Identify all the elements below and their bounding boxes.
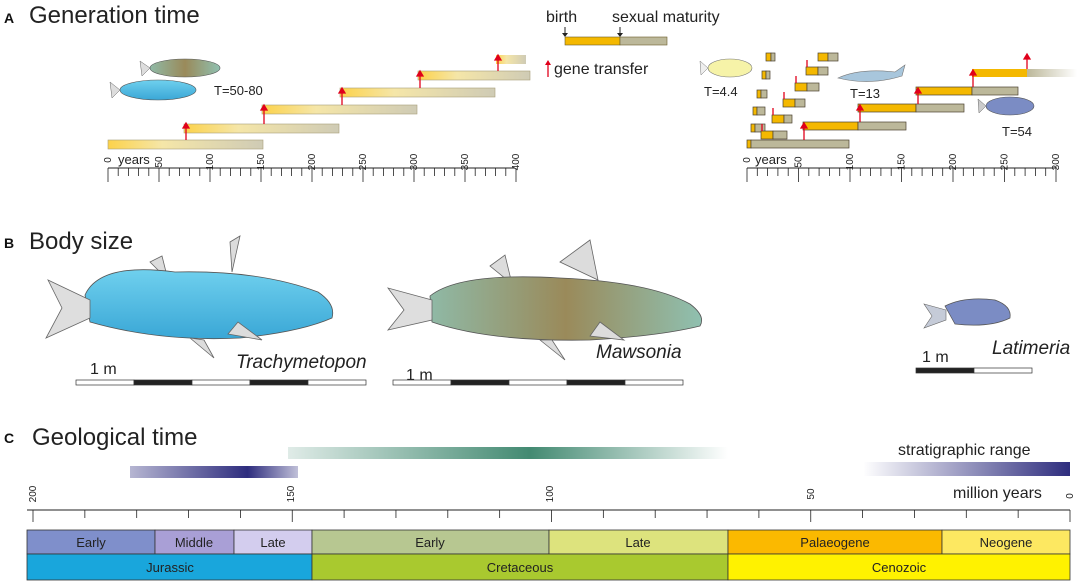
right-tick-0: 0 (742, 157, 753, 163)
latimeria-fish-illustration (923, 298, 1011, 329)
trachymetopon-fish-icon (109, 79, 197, 101)
left-tick-150: 150 (256, 153, 267, 170)
stratigraphic-range-label: stratigraphic range (898, 442, 1031, 459)
left-tick-350: 350 (460, 153, 471, 170)
right-tick-150: 150 (897, 153, 908, 170)
geo-tick-100: 100 (545, 485, 556, 502)
trachymetopon-label: Trachymetopon (236, 352, 367, 373)
small-fish-icon (699, 58, 753, 78)
period-jurassic: Jurassic (146, 560, 194, 575)
generation-bar (339, 87, 496, 98)
mawsonia-fish-illustration (386, 239, 703, 361)
panel-a-title: Generation time (29, 2, 200, 29)
legend-adult-bar (619, 36, 668, 46)
mawsonia-range-bar (288, 447, 728, 459)
left-axis-label: years (118, 152, 150, 167)
epoch-early-jurassic: Early (76, 535, 106, 550)
right-tick-300: 300 (1051, 153, 1062, 170)
legend-maturity-bar (564, 36, 621, 46)
scale-label-1: 1 m (90, 361, 117, 378)
scale-bar-1 (75, 379, 367, 386)
generation-bar (107, 139, 264, 150)
left-tick-0: 0 (103, 157, 114, 163)
legend-gene-transfer: gene transfer (554, 61, 649, 78)
epoch-neogene: Neogene (980, 535, 1033, 550)
shark-icon (837, 64, 906, 82)
right-tick-250: 250 (1000, 153, 1011, 170)
epoch-late-cretaceous: Late (625, 535, 650, 550)
geo-tick-50: 50 (806, 488, 817, 500)
right-generation-bars (746, 52, 1077, 149)
scale-label-3: 1 m (922, 349, 949, 366)
left-years-axis: years 0 50 100 150 200 250 300 350 400 (103, 152, 522, 182)
generation-bar (183, 123, 340, 134)
left-tick-100: 100 (205, 153, 216, 170)
generation-bar (496, 55, 526, 64)
left-generation-bars (107, 53, 531, 150)
epoch-early-cretaceous: Early (415, 535, 445, 550)
panel-b-title: Body size (29, 228, 133, 255)
trachymetopon-fish-illustration (45, 235, 334, 359)
left-tick-200: 200 (307, 153, 318, 170)
right-tick-200: 200 (948, 153, 959, 170)
right-years-axis: years 0 50 100 150 200 250 300 (742, 152, 1062, 182)
geo-tick-150: 150 (286, 485, 297, 502)
scale-bar-2 (392, 379, 684, 386)
epoch-row (26, 529, 1071, 555)
right-tick-50: 50 (794, 156, 805, 168)
generation-bar (261, 104, 418, 115)
left-tick-300: 300 (409, 153, 420, 170)
legend: birth sexual maturity gene transfer (545, 9, 720, 78)
geo-tick-0: 0 (1065, 493, 1076, 499)
trachymetopon-range-bar (130, 466, 298, 478)
scale-bar-3 (915, 367, 1033, 374)
right-tick-100: 100 (845, 153, 856, 170)
legend-sexual-maturity: sexual maturity (612, 9, 720, 26)
epoch-late-jurassic: Late (260, 535, 285, 550)
left-tick-50: 50 (154, 156, 165, 168)
left-tick-400: 400 (511, 153, 522, 170)
panel-b-letter: B (4, 235, 14, 251)
geo-tick-200: 200 (28, 485, 39, 502)
period-cretaceous: Cretaceous (487, 560, 554, 575)
period-cenozoic: Cenozoic (872, 560, 927, 575)
geologic-axis: 200 150 100 50 0 (27, 485, 1076, 522)
generation-bar (417, 70, 531, 81)
latimeria-label: Latimeria (992, 338, 1070, 359)
right-T-label-small: T=4.4 (704, 84, 738, 99)
panel-c-title: Geological time (32, 424, 197, 451)
million-years-label: million years (953, 485, 1042, 502)
panel-c-letter: C (4, 430, 14, 446)
panel-a-letter: A (4, 10, 14, 26)
left-tick-250: 250 (358, 153, 369, 170)
latimeria-fish-icon-small (977, 96, 1035, 116)
right-T-label-mid: T=13 (850, 86, 880, 101)
epoch-palaeogene: Palaeogene (800, 535, 869, 550)
period-row (26, 553, 1071, 581)
mawsonia-fish-icon (139, 58, 221, 78)
mawsonia-label: Mawsonia (596, 342, 682, 363)
epoch-middle-jurassic: Middle (175, 535, 213, 550)
gene-transfer-arrow-icon (545, 60, 551, 65)
left-T-label: T=50-80 (214, 83, 263, 98)
right-axis-label: years (755, 152, 787, 167)
right-T-label-large: T=54 (1002, 124, 1032, 139)
latimeria-range-bar (863, 462, 1070, 476)
legend-birth: birth (546, 9, 577, 26)
